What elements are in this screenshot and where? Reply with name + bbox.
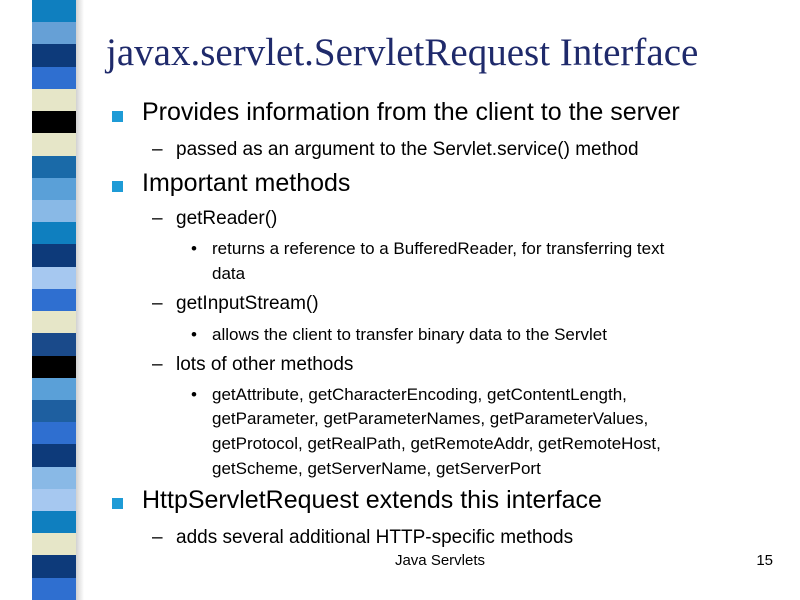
stripe-segment xyxy=(32,377,76,400)
stripe-segment xyxy=(32,177,76,200)
detail-methods-line1: getAttribute, getCharacterEncoding, getC… xyxy=(212,385,627,404)
stripe-segment xyxy=(32,199,76,223)
stripe-segment xyxy=(32,44,76,67)
stripe-segment xyxy=(32,66,76,89)
bullet-important-methods: Important methods xyxy=(142,169,351,197)
dot-marker: • xyxy=(191,239,197,258)
footer-title: Java Servlets xyxy=(394,552,486,569)
stripe-segment xyxy=(32,533,76,556)
detail-getreader-line2: data xyxy=(212,264,246,283)
stripe-segment xyxy=(32,311,76,334)
detail-methods-line2: getParameter, getParameterNames, getPara… xyxy=(212,409,649,428)
bullet-square-icon xyxy=(112,111,123,122)
detail-methods-line4: getScheme, getServerName, getServerPort xyxy=(212,459,541,478)
stripe-segment xyxy=(32,266,76,289)
dash-marker: – xyxy=(152,527,163,548)
stripe-segment xyxy=(32,422,76,445)
stripe-segment xyxy=(32,155,76,178)
stripe-segment xyxy=(32,0,76,23)
dash-marker: – xyxy=(152,139,163,160)
page-number: 15 xyxy=(756,552,773,569)
stripe-segment xyxy=(32,444,76,467)
detail-methods-line3: getProtocol, getRealPath, getRemoteAddr,… xyxy=(212,434,661,453)
stripe-segment xyxy=(32,133,76,156)
stripe-segment xyxy=(32,355,76,378)
stripe-segment xyxy=(32,399,76,423)
stripe-segment xyxy=(32,511,76,534)
dash-marker: – xyxy=(152,293,163,314)
stripe-shadow xyxy=(76,0,84,600)
bullet-httpservletrequest: HttpServletRequest extends this interfac… xyxy=(142,486,602,514)
stripe-segment xyxy=(32,488,76,512)
stripe-segment xyxy=(32,111,76,134)
decorative-stripe xyxy=(32,0,76,600)
dash-marker: – xyxy=(152,354,163,375)
sub-bullet-getinputstream: getInputStream() xyxy=(176,293,319,314)
bullet-square-icon xyxy=(112,498,123,509)
stripe-segment xyxy=(32,466,76,489)
bullet-square-icon xyxy=(112,181,123,192)
bullet-provides-info: Provides information from the client to … xyxy=(142,98,680,126)
sub-bullet-http-methods: adds several additional HTTP-specific me… xyxy=(176,527,574,548)
stripe-segment xyxy=(32,22,76,45)
sub-bullet-getreader: getReader() xyxy=(176,208,278,229)
dot-marker: • xyxy=(191,325,197,344)
dash-marker: – xyxy=(152,208,163,229)
stripe-segment xyxy=(32,88,76,112)
stripe-segment xyxy=(32,555,76,578)
dot-marker: • xyxy=(191,385,197,404)
stripe-segment xyxy=(32,577,76,600)
detail-getreader-line1: returns a reference to a BufferedReader,… xyxy=(212,239,665,258)
sub-bullet-other-methods: lots of other methods xyxy=(176,354,354,375)
sub-bullet-passed-argument: passed as an argument to the Servlet.ser… xyxy=(176,139,639,160)
stripe-segment xyxy=(32,288,76,312)
slide-title: javax.servlet.ServletRequest Interface xyxy=(106,31,699,74)
stripe-segment xyxy=(32,222,76,245)
detail-getinputstream: allows the client to transfer binary dat… xyxy=(212,325,607,344)
stripe-segment xyxy=(32,333,76,356)
stripe-segment xyxy=(32,244,76,267)
